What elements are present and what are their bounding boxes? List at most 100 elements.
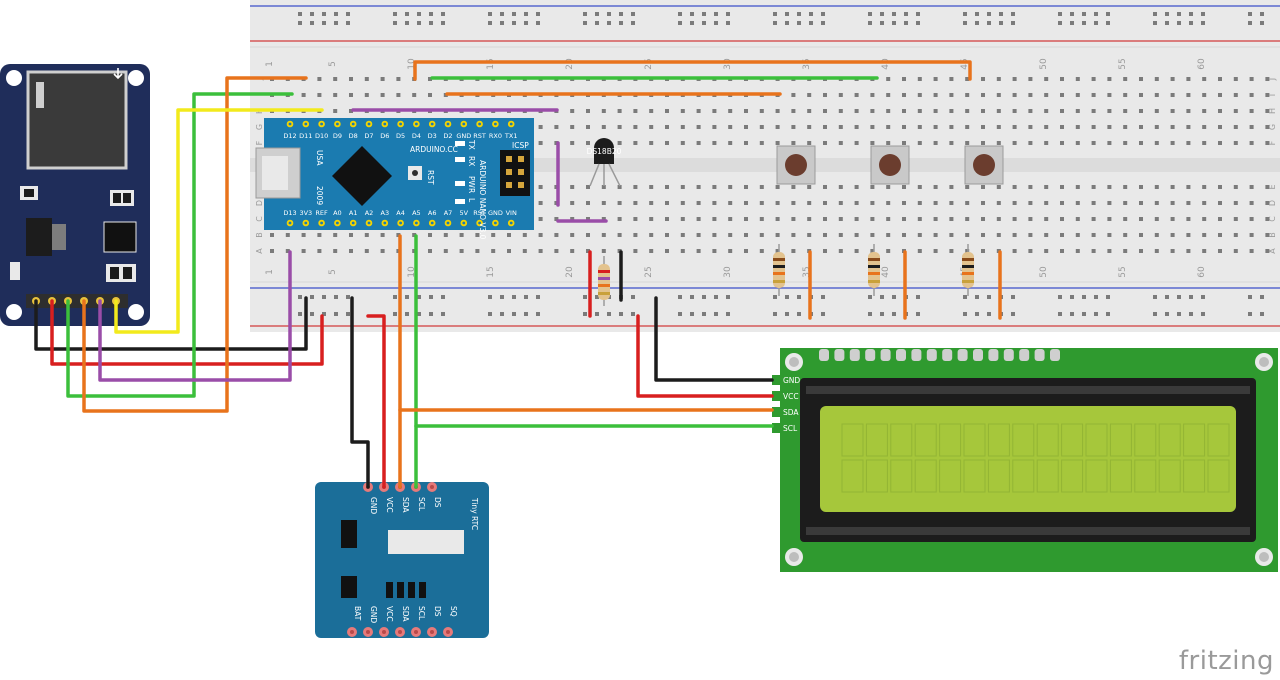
breadboard-hole — [1186, 233, 1191, 237]
rtc-part — [386, 582, 393, 598]
breadboard-hole — [870, 201, 875, 205]
breadboard-hole — [1249, 233, 1254, 237]
breadboard-hole — [1044, 141, 1049, 145]
breadboard-hole — [996, 109, 1001, 113]
breadboard-hole — [586, 201, 590, 205]
rail-hole — [334, 21, 338, 25]
breadboard-hole — [570, 185, 575, 189]
rtc-part — [341, 576, 357, 598]
lcd-i2c-pin-label: SCL — [783, 424, 798, 433]
breadboard-hole — [601, 201, 606, 205]
breadboard-hole — [1170, 249, 1175, 253]
breadboard-hole — [949, 185, 954, 189]
rail-hole — [987, 312, 991, 316]
breadboard-hole — [301, 249, 306, 253]
lcd-cell — [1036, 423, 1059, 457]
arduino-pin-hole — [415, 221, 418, 225]
breadboard-hole — [917, 185, 922, 189]
rail-hole — [346, 21, 350, 25]
breadboard-hole — [586, 185, 590, 189]
rtc-pin-label-bottom: GND — [369, 606, 378, 623]
icsp-pin — [506, 182, 512, 188]
push-button[interactable] — [776, 145, 816, 185]
breadboard-hole — [1075, 125, 1080, 129]
breadboard-hole — [981, 233, 985, 237]
breadboard-hole — [728, 217, 733, 221]
breadboard-hole — [538, 125, 543, 129]
board-name: ARDUINO NANO V3.0 — [478, 160, 487, 240]
breadboard-hole — [917, 217, 922, 221]
breadboard-hole — [1139, 185, 1143, 189]
rail-hole — [631, 12, 635, 16]
breadboard-hole — [317, 233, 322, 237]
breadboard-hole — [807, 109, 812, 113]
breadboard-hole — [475, 249, 480, 253]
row-letter: A — [1268, 248, 1277, 254]
rail-hole — [346, 12, 350, 16]
breadboard-hole — [791, 217, 796, 221]
rail-hole — [880, 12, 884, 16]
rtc-pin-hole — [414, 630, 418, 634]
lcd-header-pins — [819, 349, 1060, 361]
column-number-bottom: 60 — [1197, 266, 1207, 278]
breadboard-hole — [917, 141, 922, 145]
arduino-pin-label-top: D8 — [349, 132, 358, 140]
rtc-pin-label-top: VCC — [385, 497, 394, 513]
breadboard-hole — [665, 201, 669, 205]
rail-hole — [868, 12, 872, 16]
rail-hole — [714, 21, 718, 25]
breadboard-hole — [1249, 201, 1254, 205]
breadboard-hole — [586, 109, 590, 113]
icsp-header — [500, 150, 530, 196]
rail-hole — [1070, 21, 1074, 25]
board-site: ARDUINO.CC — [410, 145, 458, 154]
rail-hole — [334, 312, 338, 316]
breadboard-hole — [775, 141, 780, 145]
arduino-pin-label-top: D6 — [380, 132, 389, 140]
breadboard-hole — [301, 93, 306, 97]
breadboard-hole — [617, 217, 622, 221]
row-letter: F — [1268, 140, 1277, 145]
column-numbers: 1155101015152020252530303535404045455050… — [265, 58, 1207, 278]
rail-hole — [512, 295, 516, 299]
breadboard-hole — [1091, 77, 1096, 81]
breadboard-hole — [1123, 201, 1128, 205]
breadboard-hole — [1107, 217, 1112, 221]
rail-hole — [322, 312, 326, 316]
mcu-chip — [332, 146, 392, 206]
breadboard-hole — [349, 77, 353, 81]
rail-hole — [500, 12, 504, 16]
breadboard-hole — [1265, 249, 1270, 253]
row-letter: G — [255, 124, 264, 130]
rail-hole — [417, 21, 421, 25]
breadboard-hole — [744, 109, 748, 113]
rail-hole — [1106, 312, 1110, 316]
breadboard-hole — [981, 125, 985, 129]
push-button[interactable] — [964, 145, 1004, 185]
breadboard-hole — [981, 77, 985, 81]
rail-hole — [1165, 21, 1169, 25]
breadboard-hole — [317, 93, 322, 97]
resistor — [868, 244, 880, 296]
column-number-bottom: 40 — [881, 266, 891, 278]
arduino-pin-label-top: D12 — [283, 132, 296, 140]
lcd-screen — [820, 406, 1236, 512]
breadboard-hole — [1012, 125, 1017, 129]
breadboard-hole — [807, 217, 812, 221]
breadboard-hole — [838, 217, 843, 221]
arduino-pin-hole — [415, 122, 418, 126]
breadboard-hole — [1170, 93, 1175, 97]
icsp-pin — [506, 156, 512, 162]
breadboard-hole — [601, 249, 606, 253]
breadboard-hole — [364, 77, 369, 81]
wire-rtc-vcc — [366, 314, 386, 489]
push-button[interactable] — [870, 145, 910, 185]
breadboard-hole — [807, 185, 812, 189]
breadboard-hole — [680, 233, 685, 237]
row-letter: D — [1268, 200, 1277, 206]
rail-hole — [405, 12, 409, 16]
rail-hole — [393, 295, 397, 299]
arduino-pin-hole — [304, 221, 308, 225]
lcd-i2c-pin-label: VCC — [783, 392, 799, 401]
